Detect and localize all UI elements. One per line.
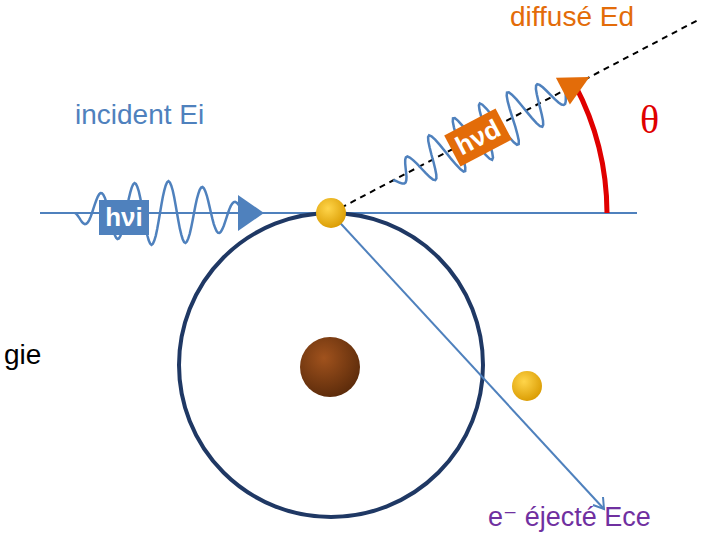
electron [316,198,346,228]
scatter-direction [331,19,700,213]
electron-orbit [179,213,483,517]
incident-photon-box: hνi [99,200,149,235]
ejected-electron-label: e⁻ éjecté Ece [488,503,651,533]
incident-label: incident Ei [75,100,204,131]
incident-wave [75,181,245,245]
nucleus [300,337,360,397]
ejected-electron [512,371,542,401]
photon-energy: hνi [105,202,143,232]
angle-arc [575,85,607,213]
electron-path [331,213,604,509]
angle-symbol: θ [640,98,659,142]
scattered-label: diffusé Ed [510,2,634,33]
cut-text: gie [4,340,41,371]
scattered-arrowhead [556,77,590,104]
photon-energy: hνd [450,113,505,161]
scattered-photon-box: hνd [444,108,512,166]
incident-arrowhead [238,195,264,231]
scattered-wave [393,83,574,184]
